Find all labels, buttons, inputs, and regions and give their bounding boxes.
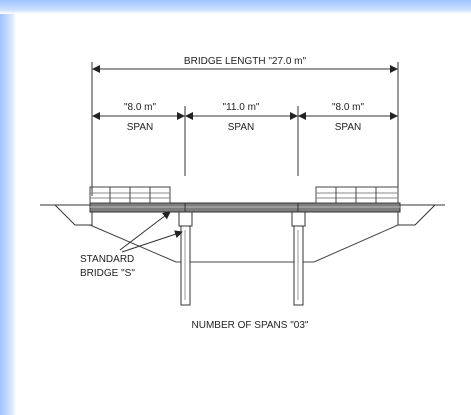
- span-3-label: SPAN: [335, 122, 362, 133]
- standard-label-line1: STANDARD: [80, 254, 134, 265]
- abutments: [53, 204, 437, 226]
- standard-label-line2: BRIDGE "S": [80, 268, 135, 279]
- span-2-label: SPAN: [228, 122, 255, 133]
- abutment-left: [53, 204, 93, 226]
- bridge-length-label: BRIDGE LENGTH "27.0 m": [184, 56, 307, 67]
- bridge-deck: [89, 202, 401, 213]
- pier-left: [178, 211, 193, 306]
- railing-right: [315, 186, 399, 204]
- railing-left: [89, 186, 171, 204]
- callout-arrow-pier: [121, 230, 183, 253]
- span-1-length: "8.0 m": [124, 102, 157, 113]
- number-of-spans-label: NUMBER OF SPANS "03": [192, 320, 309, 331]
- span-3-length: "8.0 m": [332, 102, 365, 113]
- span-1-label: SPAN: [127, 122, 154, 133]
- pier-right: [291, 211, 306, 306]
- standard-bridge-callout: STANDARD BRIDGE "S": [80, 211, 183, 279]
- span-dimensions: "8.0 m" SPAN "11.0 m" SPAN "8.0 m" SPAN: [92, 102, 398, 176]
- callout-arrow-deck: [119, 211, 171, 251]
- embankment-lines: [89, 224, 399, 263]
- bridge-length-dimension: BRIDGE LENGTH "27.0 m": [91, 56, 399, 196]
- abutment-right: [397, 204, 437, 226]
- span-2-length: "11.0 m": [223, 102, 260, 113]
